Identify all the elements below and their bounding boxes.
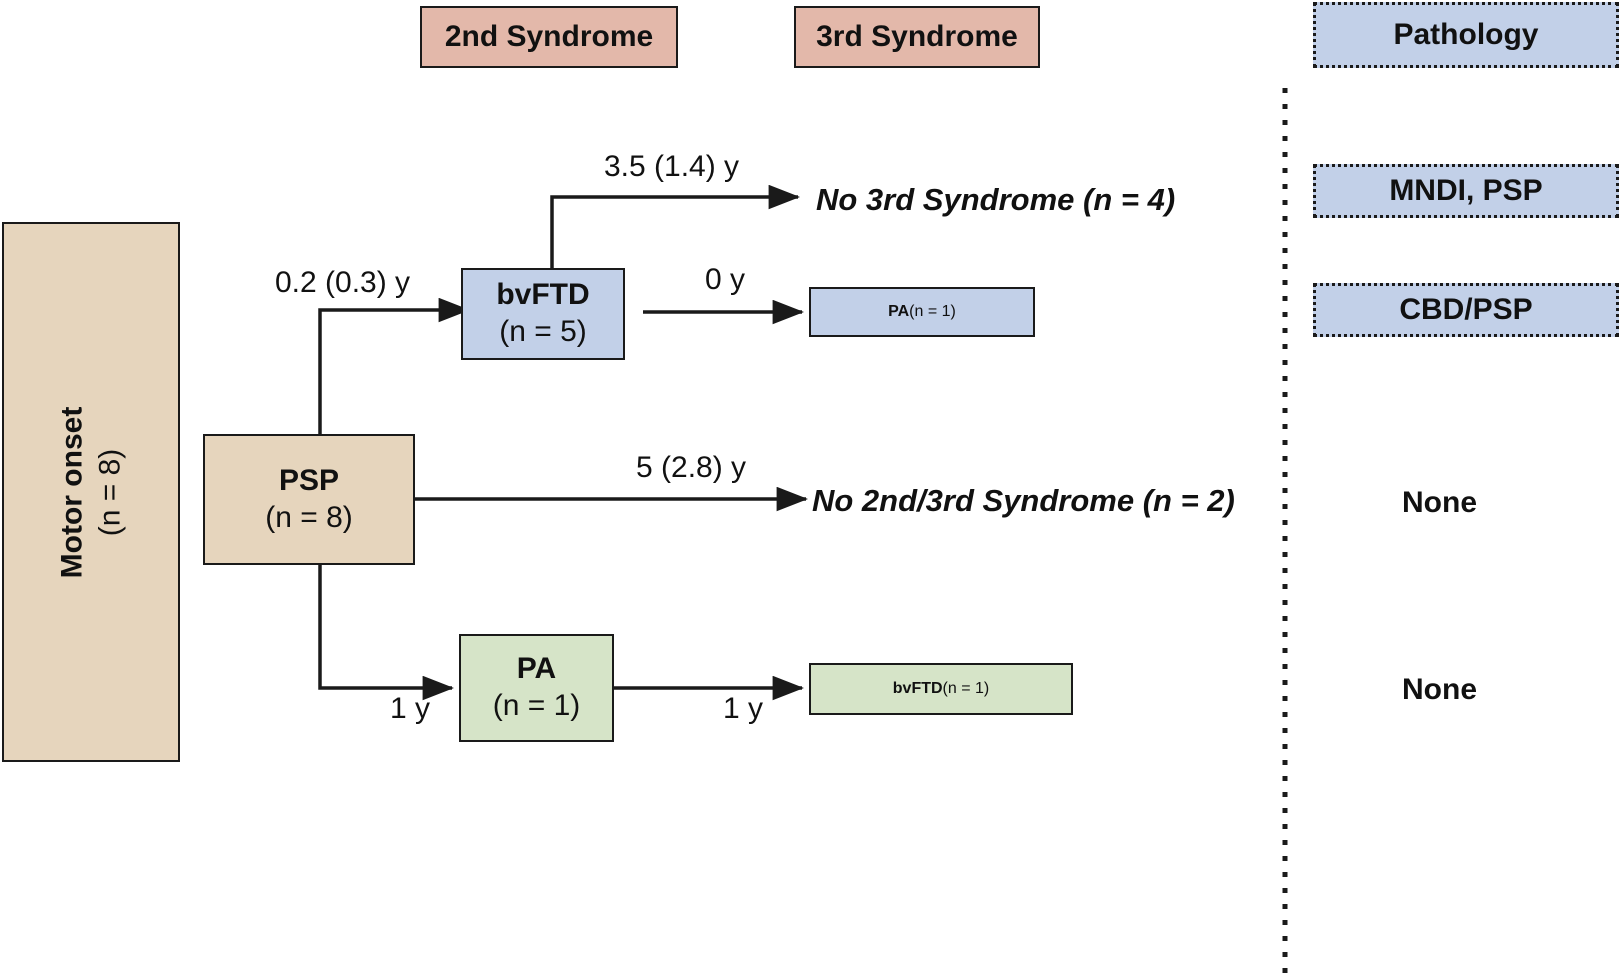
- edge-label-pa-to-bvftd: 1 y: [723, 692, 764, 725]
- node-pa-2nd-count: (n = 1): [492, 689, 581, 722]
- node-pa-3rd: PA (n = 1): [809, 287, 1035, 337]
- edge-psp-to-bvftd: [318, 297, 471, 434]
- edge-label-psp-to-pa: 1 y: [390, 692, 431, 725]
- node-no-2nd-3rd-syndrome-label: No 2nd/3rd Syndrome (n = 2): [812, 483, 1235, 518]
- node-motor-onset-count: (n = 8): [93, 448, 126, 536]
- node-pa-2nd: PA (n = 1): [459, 634, 614, 742]
- node-pa-3rd-title: PA: [888, 303, 910, 321]
- node-no-2nd-3rd-syndrome: No 2nd/3rd Syndrome (n = 2): [812, 483, 1235, 519]
- node-bvftd-2nd-title: bvFTD: [496, 278, 590, 312]
- node-pa-3rd-count: (n = 1): [909, 303, 956, 321]
- pathology-none-2: None: [1402, 673, 1477, 706]
- pathology-cbd-psp: CBD/PSP: [1313, 283, 1619, 337]
- node-no-3rd-syndrome: No 3rd Syndrome (n = 4): [816, 182, 1175, 218]
- node-psp-title: PSP: [278, 463, 340, 497]
- header-pathology-label: Pathology: [1393, 17, 1539, 51]
- node-motor-onset-title: Motor onset: [55, 406, 89, 578]
- header-3rd-syndrome: 3rd Syndrome: [794, 6, 1040, 68]
- node-bvftd-3rd-count: (n = 1): [942, 680, 990, 698]
- pathology-cbd-psp-label: CBD/PSP: [1399, 292, 1533, 326]
- node-bvftd-3rd-title: bvFTD: [892, 680, 943, 698]
- header-2nd-syndrome-label: 2nd Syndrome: [444, 19, 654, 53]
- edge-psp-to-pa: [318, 565, 455, 701]
- node-psp: PSP (n = 8): [203, 434, 415, 565]
- header-3rd-syndrome-label: 3rd Syndrome: [816, 19, 1018, 53]
- node-no-3rd-syndrome-label: No 3rd Syndrome (n = 4): [816, 182, 1176, 217]
- header-2nd-syndrome: 2nd Syndrome: [420, 6, 678, 68]
- edge-label-bvftd-to-pa: 0 y: [705, 263, 746, 296]
- node-bvftd-2nd-count: (n = 5): [499, 315, 587, 348]
- header-pathology: Pathology: [1313, 2, 1619, 68]
- edge-label-bvftd-to-no-3rd: 3.5 (1.4) y: [604, 150, 740, 183]
- node-motor-onset: Motor onset (n = 8): [2, 222, 180, 762]
- node-psp-count: (n = 8): [265, 500, 353, 534]
- edge-label-psp-to-bvftd: 0.2 (0.3) y: [275, 266, 411, 299]
- edge-label-psp-to-no-2nd-3rd: 5 (2.8) y: [636, 451, 747, 484]
- node-bvftd-2nd: bvFTD (n = 5): [461, 268, 625, 360]
- pathology-none-1: None: [1402, 486, 1477, 519]
- node-bvftd-3rd: bvFTD (n = 1): [809, 663, 1073, 715]
- pathology-mndi-psp-label: MNDI, PSP: [1389, 173, 1543, 207]
- pathology-mndi-psp: MNDI, PSP: [1313, 164, 1619, 218]
- edge-bvftd-to-no-3rd-syndrome: [550, 184, 801, 268]
- node-pa-2nd-title: PA: [516, 652, 557, 686]
- node-motor-onset-text: Motor onset (n = 8): [54, 406, 129, 578]
